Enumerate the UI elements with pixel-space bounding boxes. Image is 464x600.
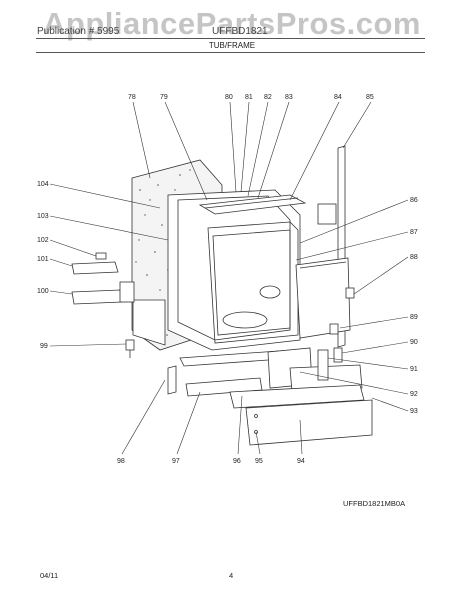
watermark: AppliancePartsPros.com — [43, 6, 421, 41]
kick-plate — [229, 384, 365, 409]
bracket-101 — [71, 261, 119, 275]
page-number: 4 — [229, 571, 234, 580]
callout-98: 98 — [117, 458, 125, 465]
section-title: TUB/FRAME — [208, 41, 256, 50]
callout-90: 90 — [410, 339, 418, 346]
clip-102 — [95, 252, 107, 260]
callout-99: 99 — [40, 343, 48, 350]
sump — [222, 311, 268, 329]
callout-labels: 78 79 80 81 82 83 84 85 104 86 103 87 10… — [37, 94, 418, 465]
callout-88: 88 — [410, 254, 418, 261]
callout-100: 100 — [37, 288, 49, 295]
callout-97: 97 — [172, 458, 180, 465]
publication-label: Publication # 5995 — [37, 26, 120, 37]
footer-date: 04/11 — [40, 571, 59, 580]
tub-inner — [177, 195, 291, 341]
model-label: UFFBD1821 — [212, 26, 268, 37]
callout-101: 101 — [37, 256, 49, 263]
callout-92: 92 — [410, 391, 418, 398]
callout-79: 79 — [160, 94, 168, 101]
leg-front-left — [167, 365, 177, 395]
callout-95: 95 — [255, 458, 263, 465]
diagram-code: UFFBD1821MB0A — [343, 499, 406, 508]
callout-84: 84 — [334, 94, 342, 101]
callout-102: 102 — [37, 237, 49, 244]
callout-86: 86 — [410, 197, 418, 204]
callout-103: 103 — [37, 213, 49, 220]
tub-outer — [167, 189, 301, 351]
callout-87: 87 — [410, 229, 418, 236]
screw-99 — [125, 339, 135, 351]
callout-81: 81 — [245, 94, 253, 101]
callout-83: 83 — [285, 94, 293, 101]
callout-96: 96 — [233, 458, 241, 465]
callout-94: 94 — [297, 458, 305, 465]
header-rule-top — [36, 38, 425, 39]
bracket-100 — [71, 289, 123, 305]
hinge-right — [345, 287, 355, 299]
callout-78: 78 — [128, 94, 136, 101]
bracket-plate — [317, 203, 337, 225]
header-rule-bottom — [36, 52, 425, 53]
side-rail-left — [132, 299, 166, 346]
callout-89: 89 — [410, 314, 418, 321]
callout-82: 82 — [264, 94, 272, 101]
callout-104: 104 — [37, 181, 49, 188]
callout-85: 85 — [366, 94, 374, 101]
callout-93: 93 — [410, 408, 418, 415]
callout-91: 91 — [410, 366, 418, 373]
leader-lines — [49, 101, 409, 455]
callout-80: 80 — [225, 94, 233, 101]
door-panel-right — [295, 257, 351, 339]
